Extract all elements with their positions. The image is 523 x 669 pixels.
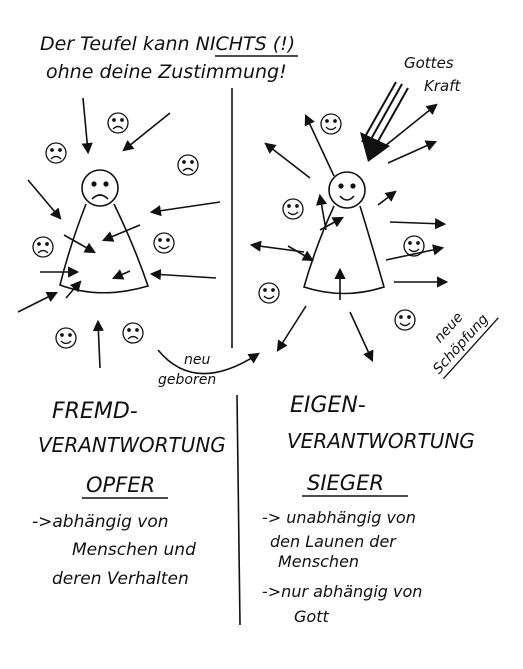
neu-geboren-line1: neu bbox=[184, 352, 210, 368]
happy-face bbox=[394, 309, 416, 331]
left-person bbox=[59, 169, 150, 294]
header-line2: ohne deine Zustimmung! bbox=[46, 61, 287, 83]
header-line1: Der Teufel kann NICHTS (!) bbox=[40, 33, 295, 55]
happy-face bbox=[55, 327, 77, 349]
sad-face bbox=[177, 154, 199, 176]
inward-arrows bbox=[17, 97, 221, 369]
neu-geboren-arc bbox=[157, 349, 260, 375]
sad-face bbox=[45, 142, 67, 164]
left-bullet-line1: ->abhängig von bbox=[32, 512, 169, 532]
fremd-verantwortung: VERANTWORTUNG bbox=[38, 433, 226, 457]
sieger-label: SIEGER bbox=[307, 471, 384, 495]
neu-geboren-line2: geboren bbox=[158, 372, 216, 388]
left-bullet-line3: deren Verhalten bbox=[52, 569, 189, 589]
eigen-verantwortung: VERANTWORTUNG bbox=[287, 429, 475, 453]
sad-face bbox=[107, 112, 129, 134]
sad-face bbox=[32, 236, 54, 258]
gottes-kraft-arrowhead bbox=[360, 132, 390, 162]
eigen-title: EIGEN- bbox=[290, 393, 366, 418]
happy-face bbox=[282, 198, 304, 220]
right-bullet1-line1: -> unabhängig von bbox=[262, 508, 416, 527]
happy-face bbox=[153, 232, 175, 254]
right-bullet1-line3: Menschen bbox=[278, 552, 359, 571]
gottes-kraft-line1: Gottes bbox=[404, 54, 454, 72]
happy-face bbox=[320, 113, 342, 135]
right-person bbox=[303, 171, 385, 295]
gottes-kraft-line2: Kraft bbox=[424, 77, 461, 95]
left-bullet-line2: Menschen und bbox=[72, 540, 196, 560]
happy-face bbox=[258, 282, 280, 304]
neue-schoepfung-underline bbox=[442, 317, 499, 380]
header-line1-pre: Der Teufel kann bbox=[40, 33, 196, 55]
fremd-title: FREMD- bbox=[52, 399, 138, 424]
header-line1-post: (!) bbox=[267, 33, 295, 55]
right-bullet2-line1: ->nur abhängig von bbox=[262, 582, 422, 601]
header-line1-caps: NICHTS bbox=[196, 33, 267, 55]
sad-face bbox=[122, 322, 144, 344]
opfer-label: OPFER bbox=[86, 473, 155, 497]
right-bullet1-line2: den Launen der bbox=[270, 532, 397, 551]
outward-arrows bbox=[249, 103, 449, 363]
happy-face bbox=[403, 235, 425, 257]
right-bullet2-line2: Gott bbox=[294, 607, 329, 626]
neue-schoepfung: neue Schöpfung bbox=[430, 309, 499, 380]
bottom-divider bbox=[236, 394, 241, 626]
